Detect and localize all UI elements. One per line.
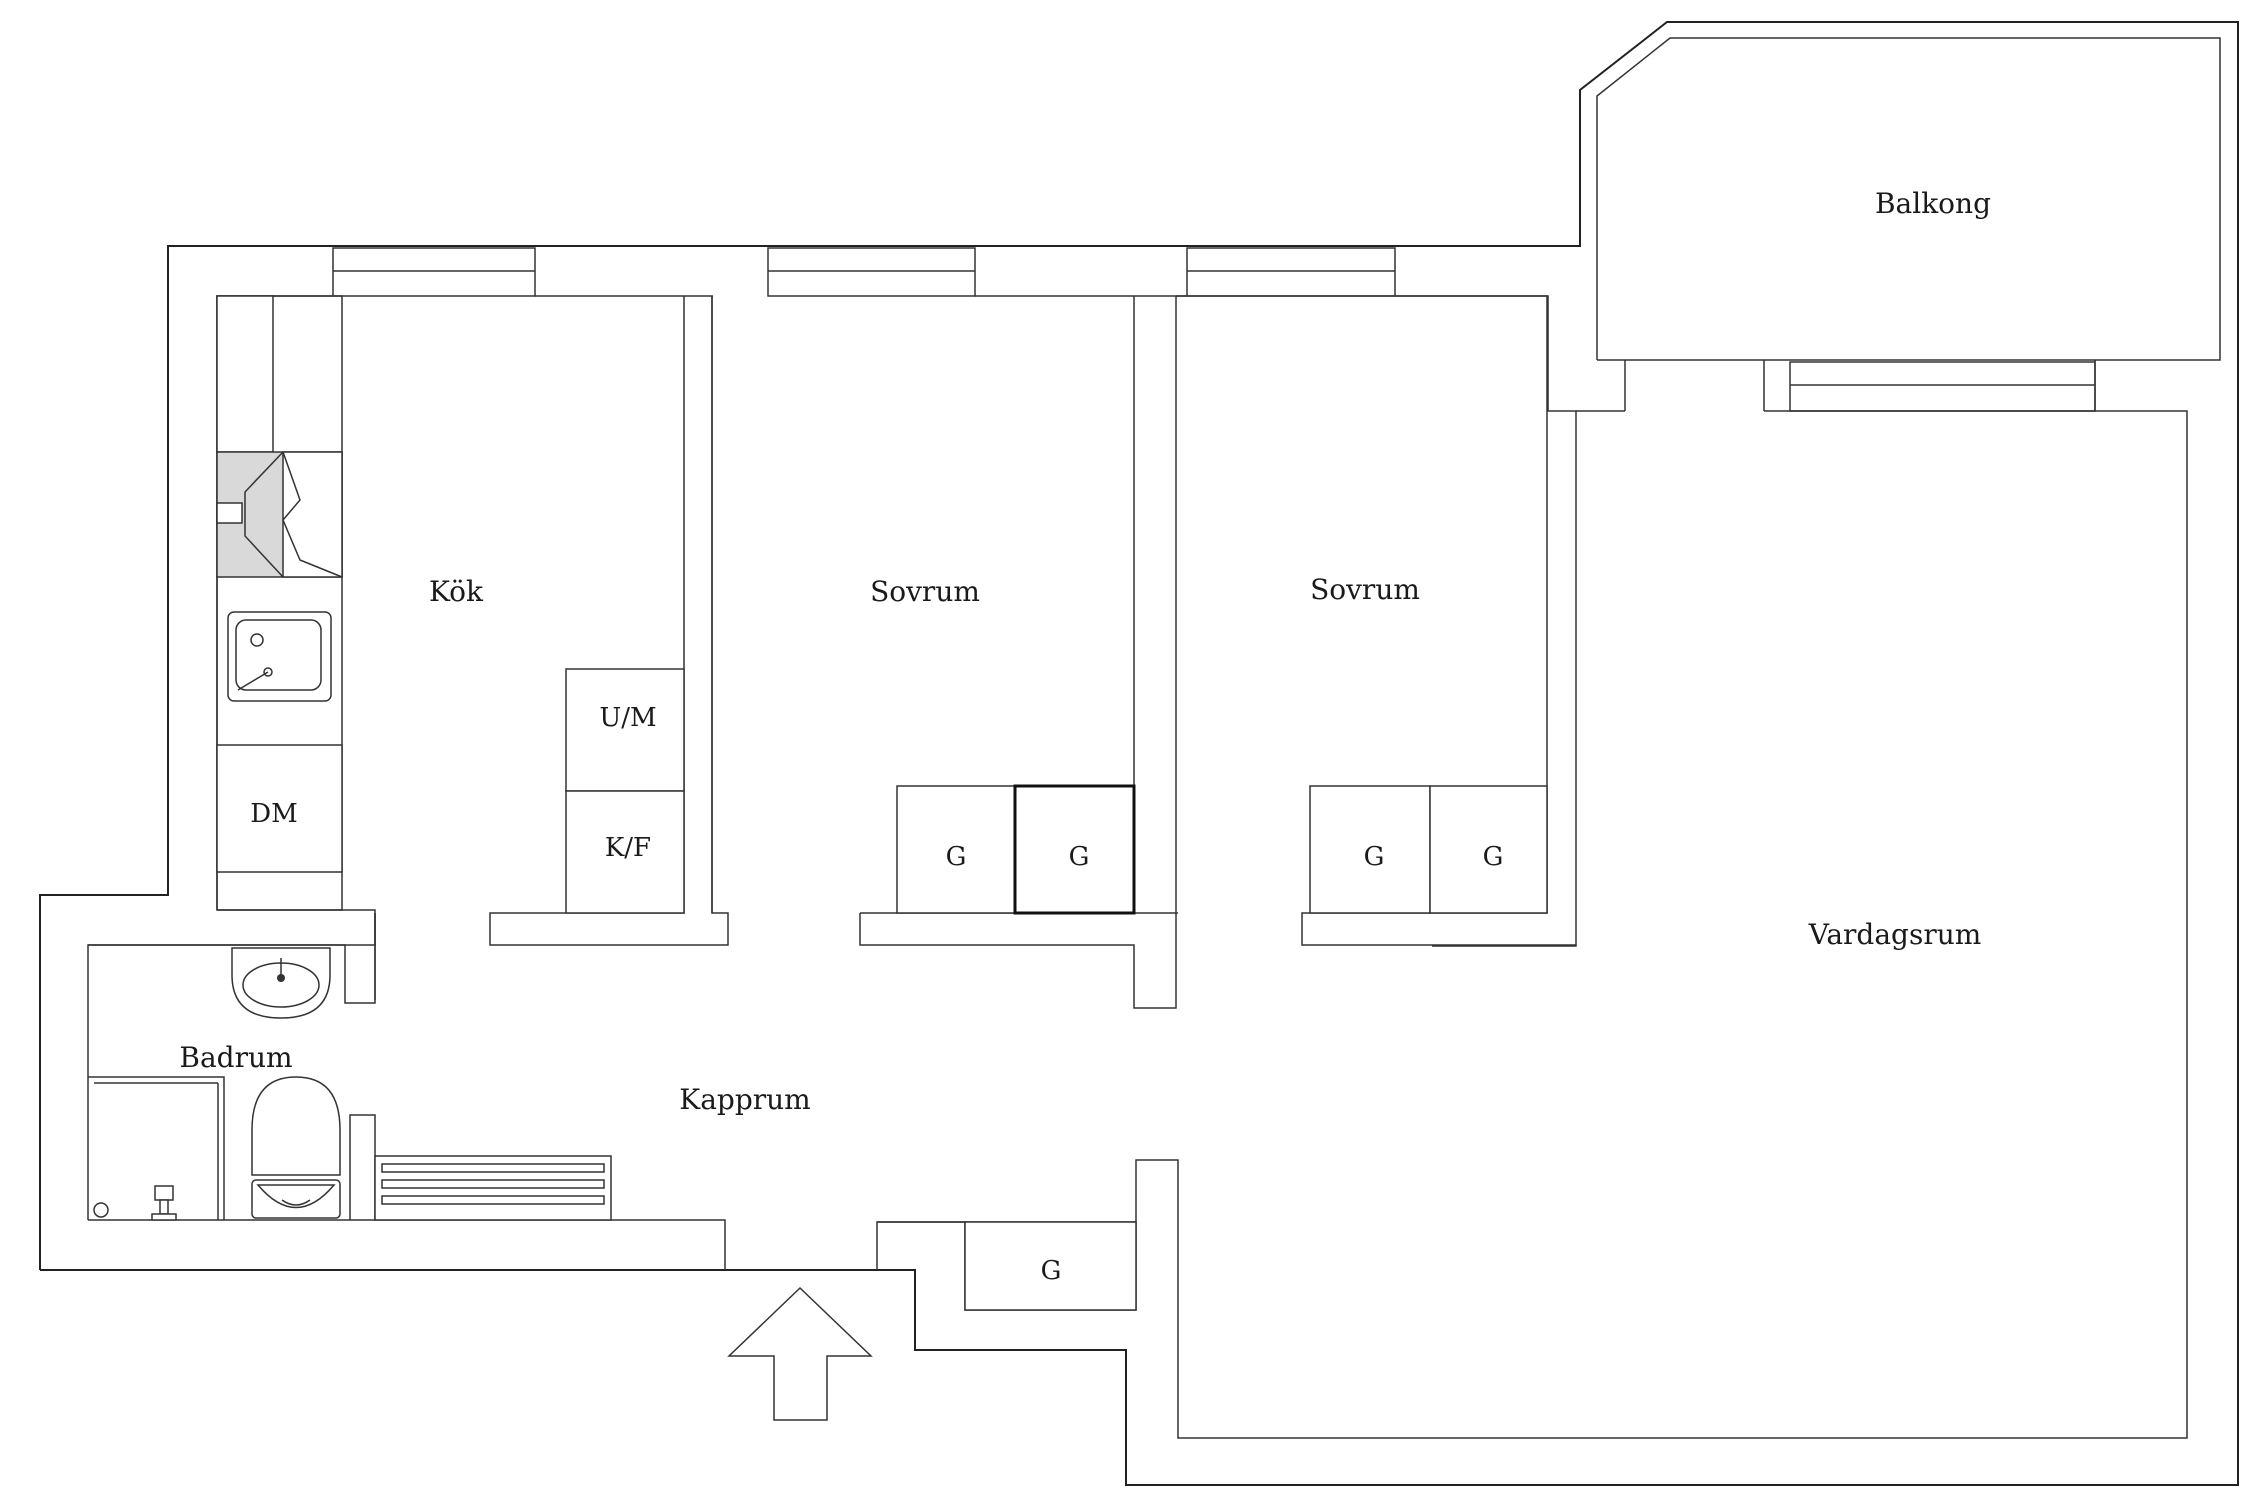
fridge-freezer: [565, 790, 685, 914]
fridge-freezer-label: K/F: [605, 833, 651, 863]
bathroom-walls: [88, 913, 726, 1270]
wardrobe-s1-left: [896, 785, 1016, 914]
fridge-column: [216, 295, 274, 453]
window-bedroom-2: [1186, 247, 1396, 297]
window-kitchen: [332, 247, 536, 297]
washbasin: [231, 947, 331, 1019]
balcony: [1596, 37, 2221, 361]
wardrobe-s1-left-label: G: [946, 842, 967, 872]
room-label-sovrum-2: Sovrum: [1310, 573, 1420, 606]
wardrobe-s2-left: [1309, 785, 1431, 914]
room-label-balkong: Balkong: [1875, 187, 1991, 220]
wardrobe-s1-right-label: G: [1069, 842, 1090, 872]
toilet: [251, 1076, 341, 1219]
room-labels: Balkong Kök Sovrum Sovrum Vardagsrum Bad…: [179, 187, 1991, 1116]
oven-microwave-label: U/M: [599, 703, 656, 733]
window-living: [1789, 361, 2096, 412]
shower-mixer: [151, 1185, 177, 1221]
wardrobe-s2-right: [1429, 785, 1548, 914]
room-label-kok: Kök: [429, 575, 484, 608]
dishwasher-box: [216, 744, 343, 873]
bathroom-fixtures: [93, 947, 341, 1221]
room-label-badrum: Badrum: [179, 1041, 292, 1074]
wardrobe-s1-right: [1013, 784, 1136, 915]
hall-wardrobe: G: [964, 1221, 1137, 1311]
appliance-column: U/M K/F: [565, 668, 685, 914]
room-label-vardagsrum: Vardagsrum: [1808, 918, 1982, 951]
windows: [332, 247, 2096, 412]
dishwasher-label: DM: [250, 799, 297, 829]
entrance-arrow: [727, 1286, 873, 1421]
wardrobe-s2-left-label: G: [1364, 842, 1385, 872]
room-label-sovrum-1: Sovrum: [870, 575, 980, 608]
bedroom-2-wardrobes: G G: [1309, 785, 1548, 914]
oven-microwave: [565, 668, 685, 792]
shoe-rack: [374, 1155, 612, 1221]
kitchen-counter: DM: [216, 295, 343, 911]
outer-walls: [39, 21, 2239, 1486]
bedroom-1-wardrobes: G G: [896, 784, 1136, 915]
wardrobe-hall-label: G: [1041, 1256, 1062, 1286]
room-label-kapprum: Kapprum: [679, 1083, 810, 1116]
window-bedroom-1: [767, 247, 976, 297]
wardrobe-s2-right-label: G: [1483, 842, 1504, 872]
wardrobe-hall: [964, 1221, 1137, 1311]
shower-drain: [93, 1202, 109, 1218]
